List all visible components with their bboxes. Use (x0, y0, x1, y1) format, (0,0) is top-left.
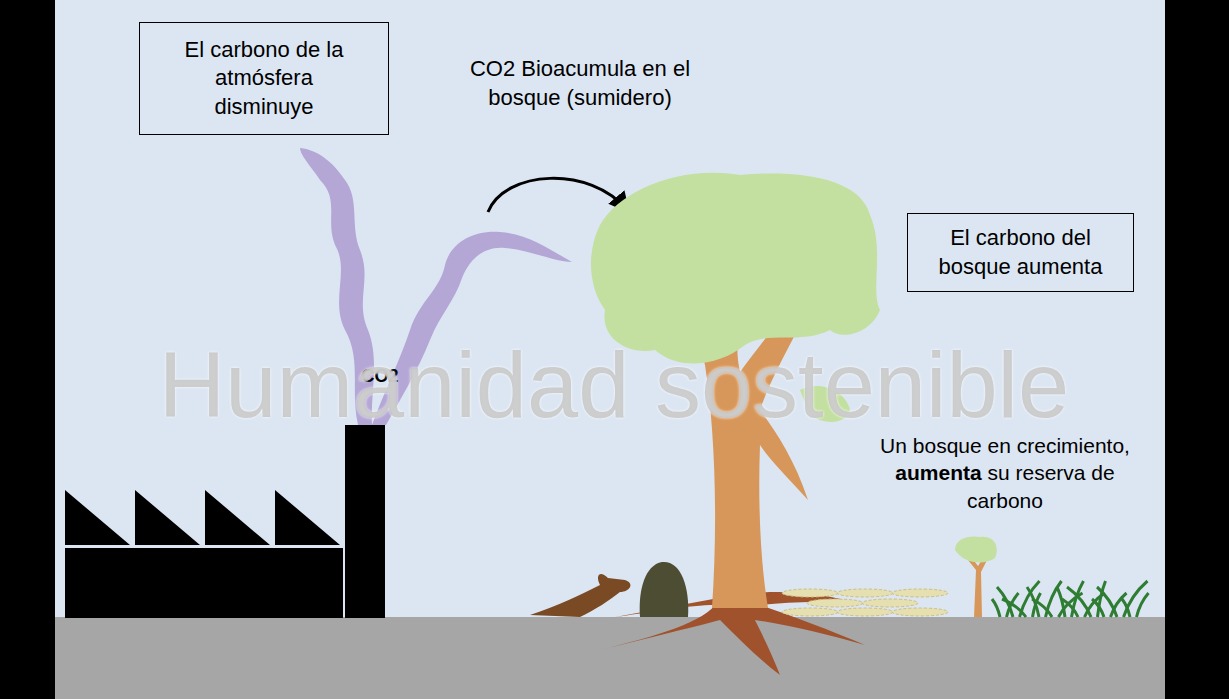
absorption-arrow (488, 178, 627, 212)
note-text: Un bosque en crecimiento, aumenta su res… (858, 432, 1152, 514)
factory (65, 425, 385, 618)
ground (55, 617, 1165, 699)
leaf-litter (782, 589, 948, 616)
box-text: El carbono de la atmósfera disminuye (170, 36, 358, 122)
text-box: El carbono de la atmósfera disminuye (139, 22, 389, 135)
sapling (955, 536, 997, 617)
box-text: El carbono del bosque aumenta (926, 224, 1115, 281)
arrow-caption: CO2 Bioacumula en el bosque (sumidero) (460, 55, 700, 112)
watermark: Humanidad sostenible (14, 335, 1214, 436)
fallen-log (530, 574, 630, 617)
grass (992, 581, 1149, 617)
text-box: El carbono del bosque aumenta (907, 213, 1134, 292)
stone (640, 562, 689, 617)
